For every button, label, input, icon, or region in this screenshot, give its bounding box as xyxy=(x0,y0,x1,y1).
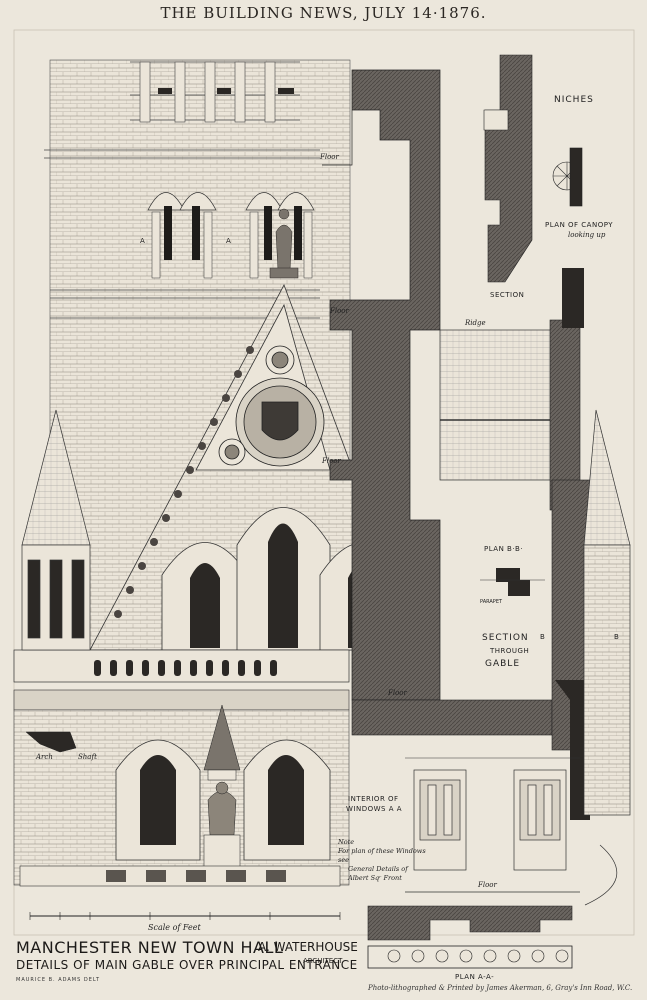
printer-credit: Photo-lithographed & Printed by James Ak… xyxy=(368,984,633,992)
label-windows-aa: WINDOWS A A xyxy=(346,805,403,813)
label-floor-5: Floor xyxy=(478,881,497,889)
drawing-title: MANCHESTER NEW TOWN HALL xyxy=(16,938,284,957)
label-a-left: A xyxy=(140,237,146,245)
label-scale: Scale of Feet xyxy=(148,923,201,932)
label-interior-of: INTERIOR OF xyxy=(348,795,399,803)
label-section-through: SECTION xyxy=(482,633,529,643)
label-b-left: B xyxy=(540,633,546,641)
label-b-right: B xyxy=(614,633,620,641)
label-a-right: A xyxy=(226,237,232,245)
note-line-3: General Details of xyxy=(348,865,408,873)
note-line-4: Albert Sqʳ Front xyxy=(348,874,402,882)
label-niche-section: SECTION xyxy=(490,291,525,299)
label-plan-bb: PLAN B·B· xyxy=(484,545,524,553)
label-looking-up: looking up xyxy=(568,231,606,239)
label-floor-2: Floor xyxy=(330,307,349,315)
label-floor-4: Floor xyxy=(388,689,407,697)
page-header: THE BUILDING NEWS, JULY 14·1876. xyxy=(160,4,487,22)
label-niches: NICHES xyxy=(554,95,594,105)
label-parapet: PARAPET xyxy=(480,599,503,605)
label-ridge: Ridge xyxy=(465,319,486,327)
architect-name: A. WATERHOUSE xyxy=(258,940,358,954)
label-gable: GABLE xyxy=(485,659,521,669)
architect-role: ARCHITECT xyxy=(303,957,343,965)
window-note: Note For plan of these Windows see Gener… xyxy=(338,838,428,883)
label-plan-aa: PLAN A-A- xyxy=(455,973,495,981)
drawing-subtitle: DETAILS OF MAIN GABLE OVER PRINCIPAL ENT… xyxy=(16,958,358,972)
label-floor-3: Floor xyxy=(322,457,341,465)
delineator-credit: MAURICE B. ADAMS DELT xyxy=(16,977,101,983)
note-line-1: Note xyxy=(338,838,355,846)
label-through: THROUGH xyxy=(490,647,530,655)
label-arch: Arch xyxy=(36,753,53,761)
label-plan-of-canopy: PLAN OF CANOPY xyxy=(545,221,614,229)
label-shaft: Shaft xyxy=(78,753,97,761)
label-floor-1: Floor xyxy=(320,153,339,161)
note-line-2: For plan of these Windows see xyxy=(338,847,426,864)
